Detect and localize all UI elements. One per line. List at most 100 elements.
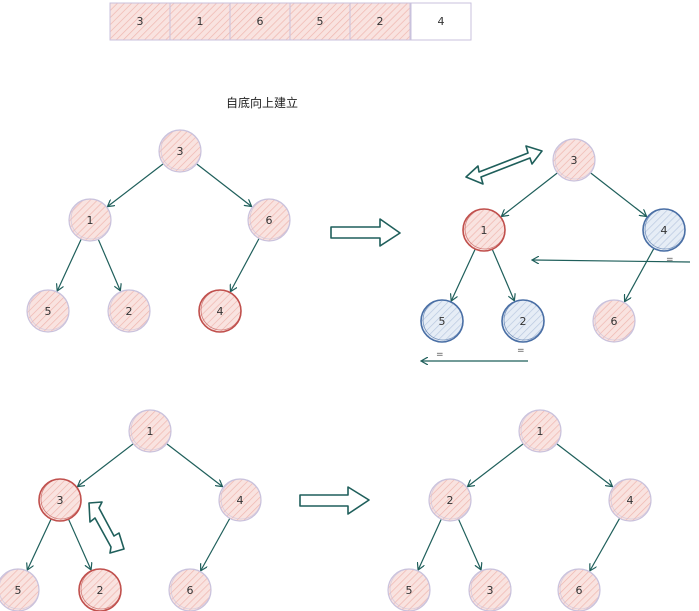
tree-node-outline	[610, 478, 652, 520]
tree-edge	[231, 238, 260, 290]
tree-node: 4	[608, 478, 652, 522]
tree-node-outline	[109, 289, 151, 331]
tree-node-label: 5	[15, 584, 22, 597]
tree-node: 5	[26, 289, 70, 333]
tree-node: 4	[198, 289, 242, 333]
tree-node-label: 6	[187, 584, 194, 597]
tree-node-label: 5	[406, 584, 413, 597]
tree-node-outline	[422, 299, 464, 341]
tree-node-label: 1	[537, 425, 544, 438]
tree-node: 2	[107, 289, 151, 333]
tree-edge	[67, 518, 91, 569]
tree-edge	[108, 163, 164, 206]
tree-node-outline	[554, 138, 596, 180]
tree-node-outline	[70, 198, 112, 240]
tree-node: 1	[518, 409, 562, 453]
tree-edge	[419, 518, 442, 569]
tree-node-outline	[28, 289, 70, 331]
transition-arrow-icon	[330, 218, 401, 247]
array-strip: 3 1 6 5 2 4	[109, 2, 472, 41]
tree-node-label: 2	[447, 494, 454, 507]
tree-node-outline	[503, 299, 545, 341]
tree-node-outline	[430, 478, 472, 520]
tree-node-label: 3	[177, 145, 184, 158]
tree-edge	[491, 249, 514, 300]
tree-node-label: 4	[217, 305, 224, 318]
array-cell: 4	[410, 2, 472, 41]
tree-node-outline	[249, 198, 291, 240]
tree-node-label: 1	[481, 224, 488, 237]
tree-node: 2	[78, 568, 122, 611]
tree-node-label: 6	[576, 584, 583, 597]
diagram-title: 自底向上建立	[226, 95, 298, 110]
tree-edge	[58, 238, 82, 290]
array-cell-label: 2	[377, 15, 384, 28]
tree-node: 3	[552, 138, 596, 182]
tree-edge	[590, 517, 621, 570]
tree-node-label: 2	[126, 305, 133, 318]
tree-node-label: 3	[571, 154, 578, 167]
array-cell: 6	[229, 2, 291, 41]
tree-node: 4	[218, 478, 262, 522]
tree-edge	[457, 518, 481, 569]
tree-node: 3	[468, 568, 512, 611]
tree-edge	[196, 163, 251, 206]
tree-node-outline	[80, 568, 122, 610]
scan-arrow	[533, 260, 691, 262]
tree-node-outline	[594, 299, 636, 341]
tree-edge	[28, 518, 52, 569]
tree-node-outline	[559, 568, 601, 610]
tree-node-label: 4	[627, 494, 634, 507]
array-cell-label: 4	[438, 15, 445, 28]
tree-node-label: 3	[487, 584, 494, 597]
tree-node-label: 1	[147, 425, 154, 438]
tree-node-outline	[130, 409, 172, 451]
tree-node-outline	[170, 568, 212, 610]
tree-node-outline	[644, 208, 686, 250]
tree-node: 6	[247, 198, 291, 242]
tree-node-outline	[0, 568, 40, 610]
tree-node: 1	[68, 198, 112, 242]
equal-mark: =	[517, 346, 525, 356]
tree-node-outline	[200, 289, 242, 331]
array-cell-label: 3	[137, 15, 144, 28]
tree-node: 2	[501, 299, 545, 343]
tree-edge	[452, 248, 476, 300]
tree-node: 5	[420, 299, 464, 343]
array-cell: 1	[169, 2, 231, 41]
array-cell: 3	[109, 2, 171, 41]
swap-arrow-icon	[465, 145, 543, 185]
tree-node: 3	[38, 478, 82, 522]
tree-node-outline	[40, 478, 82, 520]
tree-node-label: 5	[439, 315, 446, 328]
tree-node: 1	[128, 409, 172, 453]
tree-node-label: 1	[87, 214, 94, 227]
tree-edge	[502, 172, 558, 216]
tree-node: 6	[592, 299, 636, 343]
tree-node-label: 4	[237, 494, 244, 507]
tree-node-label: 6	[611, 315, 618, 328]
tree-node: 6	[168, 568, 212, 611]
tree-node: 6	[557, 568, 601, 611]
tree-edge	[201, 518, 231, 570]
equal-mark: =	[436, 350, 444, 360]
equal-mark: =	[666, 255, 674, 265]
tree-node-outline	[464, 208, 506, 250]
tree-node-label: 3	[57, 494, 64, 507]
tree-node: 5	[387, 568, 431, 611]
transition-arrow-icon	[299, 486, 370, 515]
tree-node-outline	[470, 568, 512, 610]
tree-node: 2	[428, 478, 472, 522]
tree-edge	[78, 443, 134, 486]
tree-edge	[166, 443, 222, 486]
tree-node-outline	[160, 129, 202, 171]
array-cell: 5	[289, 2, 351, 41]
tree-node-label: 2	[520, 315, 527, 328]
tree-node: 1	[462, 208, 506, 252]
tree-edge	[625, 248, 655, 300]
tree-node-label: 2	[97, 584, 104, 597]
tree-node-label: 6	[266, 214, 273, 227]
